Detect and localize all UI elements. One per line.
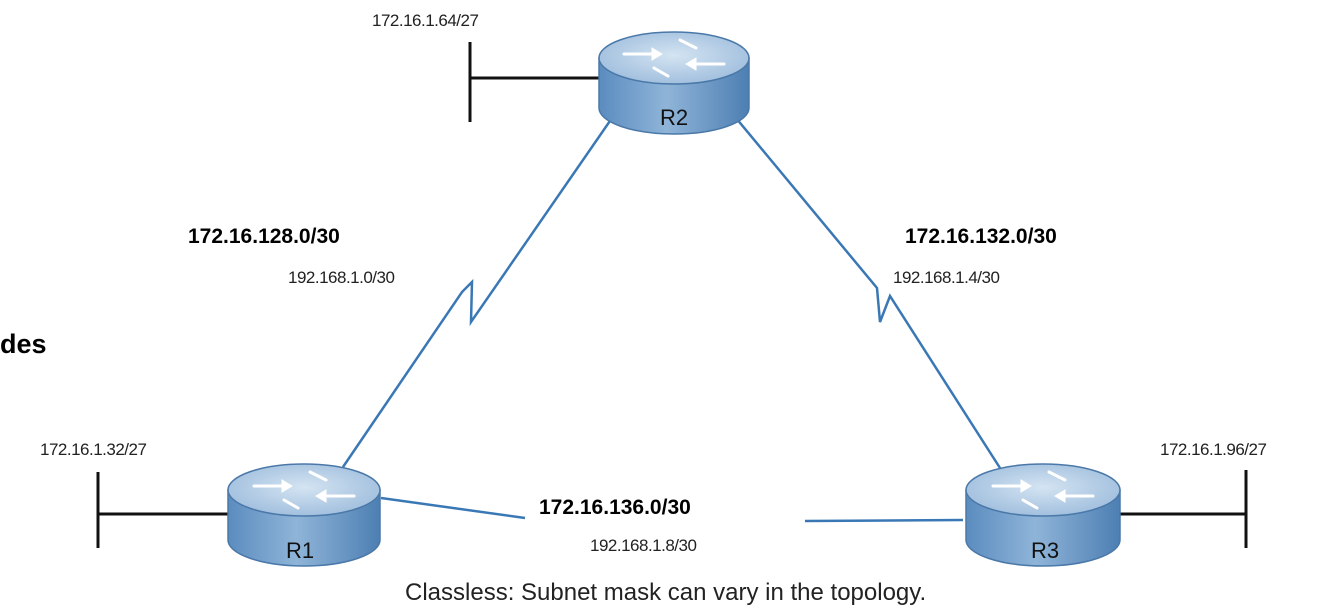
router-r3: R3 — [965, 463, 1121, 567]
subnet-new-r1-r3: 172.16.136.0/30 — [539, 496, 691, 519]
caption: Classless: Subnet mask can vary in the t… — [405, 579, 927, 606]
lan-r3 — [1120, 470, 1248, 548]
subnet-old-r1-r3: 192.168.1.8/30 — [590, 536, 697, 555]
lan-r1 — [96, 472, 228, 548]
side-text: des — [0, 329, 47, 359]
router-arrows-icon — [252, 470, 356, 510]
lan-r2 — [468, 42, 600, 122]
link-r2-r3 — [735, 117, 1002, 469]
lan-label-r1: 172.16.1.32/27 — [40, 440, 147, 459]
lan-label-r3: 172.16.1.96/27 — [1160, 440, 1267, 459]
router-r2: R2 — [598, 31, 750, 135]
router-arrows-icon — [991, 470, 1095, 510]
subnet-old-r1-r2: 192.168.1.0/30 — [288, 268, 395, 287]
router-r1-name: R1 — [286, 538, 314, 563]
router-r1: R1 — [227, 463, 381, 567]
link-r1-r3-right — [804, 518, 964, 523]
router-r3-name: R3 — [1031, 538, 1059, 563]
router-arrows-icon — [622, 38, 726, 78]
subnet-new-r1-r2: 172.16.128.0/30 — [188, 225, 340, 248]
link-r1-r2 — [341, 117, 614, 468]
subnet-new-r2-r3: 172.16.132.0/30 — [905, 225, 1057, 248]
subnet-old-r2-r3: 192.168.1.4/30 — [893, 268, 1000, 287]
link-r1-r3-left — [380, 496, 526, 520]
router-r2-name: R2 — [660, 105, 688, 130]
lan-label-r2: 172.16.1.64/27 — [372, 11, 479, 30]
